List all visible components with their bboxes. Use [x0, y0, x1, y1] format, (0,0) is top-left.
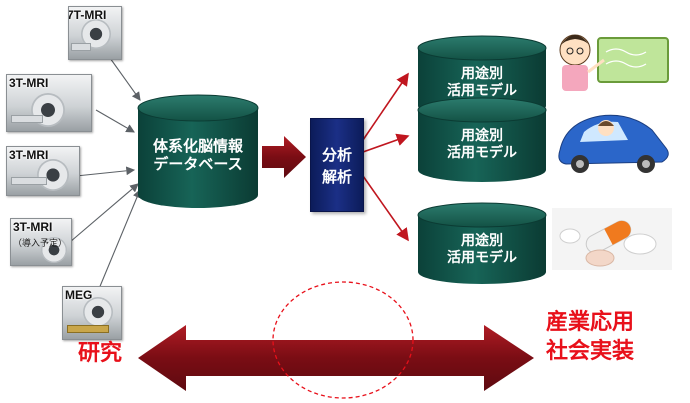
branch-arrow-mid: [362, 133, 410, 153]
input-label: 7T-MRI: [68, 8, 107, 22]
meg-device-icon: [83, 297, 113, 327]
highlight-dashed-ellipse: [272, 281, 414, 399]
mri-scanner-icon: [41, 237, 67, 263]
research-to-industry-arrow: [138, 325, 534, 391]
db-to-analysis-arrow: [262, 136, 306, 178]
branch-arrow-bottom: [362, 175, 409, 242]
input-label: 3T-MRI: [13, 220, 53, 234]
analysis-label-line2: 解析: [321, 168, 352, 186]
branch-arrows: [362, 72, 410, 242]
driver-car-illustration: [558, 114, 669, 173]
arrow-meg: [95, 188, 142, 297]
model-label-1: 用途別 活用モデル: [447, 66, 517, 99]
mri-scanner-icon: [37, 159, 69, 191]
arrow-7t: [109, 57, 141, 101]
mri-7t-thumbnail: 7T-MRI: [68, 6, 122, 60]
research-label: 研究: [78, 341, 123, 366]
model-cylinder-3: [417, 202, 547, 284]
teacher-chalkboard-illustration: [559, 34, 669, 91]
model-cylinder-2: [417, 97, 547, 182]
input-note: （導入予定）: [13, 239, 68, 249]
mri-3t-thumbnail-planned: 3T-MRI （導入予定）: [10, 218, 72, 266]
model-label-2: 用途別 活用モデル: [447, 128, 517, 161]
arrow-3t-c: [69, 183, 139, 243]
input-label: 3T-MRI: [9, 76, 49, 90]
mri-3t-thumbnail-b: 3T-MRI: [6, 146, 80, 196]
input-arrows: [69, 57, 142, 297]
analysis-label-line1: 分析: [321, 146, 352, 164]
input-label: MEG: [65, 288, 93, 302]
input-label: 3T-MRI: [9, 148, 49, 162]
mri-3t-thumbnail-a: 3T-MRI: [6, 74, 92, 132]
model-label-3: 用途別 活用モデル: [447, 233, 517, 266]
medicine-pills-illustration: [552, 208, 672, 270]
database-label: 体系化脳情報 データベース: [152, 137, 243, 173]
database-cylinder: [137, 94, 259, 208]
arrow-3t-a: [95, 109, 135, 133]
industry-application-label: 産業応用 社会実装: [546, 310, 635, 364]
meg-thumbnail: MEG: [62, 286, 122, 340]
analysis-box: 分析 解析: [310, 118, 364, 212]
arrow-3t-b: [75, 166, 136, 177]
branch-arrow-top: [362, 72, 409, 141]
